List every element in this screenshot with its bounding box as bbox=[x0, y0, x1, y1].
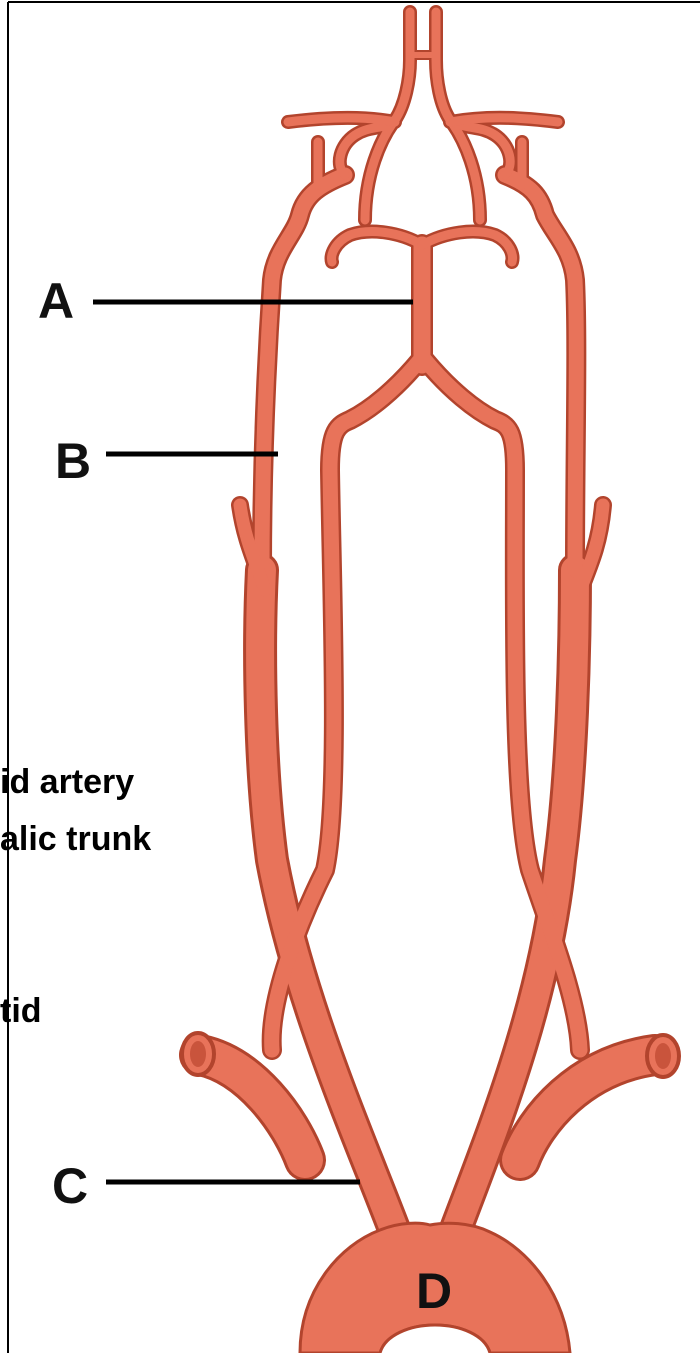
label-d: D bbox=[416, 1263, 452, 1319]
partial-text-carotid-artery: id artery bbox=[0, 763, 134, 801]
partial-text-brachiocephalic-trunk: alic trunk bbox=[0, 820, 151, 858]
artery-fills bbox=[200, 12, 655, 1245]
left-subclavian-lumen bbox=[190, 1041, 206, 1067]
label-b: B bbox=[55, 433, 91, 489]
label-a: A bbox=[38, 273, 74, 329]
label-c: C bbox=[52, 1158, 88, 1214]
partial-text-carotid: tid bbox=[0, 992, 42, 1030]
right-subclavian-lumen bbox=[655, 1043, 671, 1069]
